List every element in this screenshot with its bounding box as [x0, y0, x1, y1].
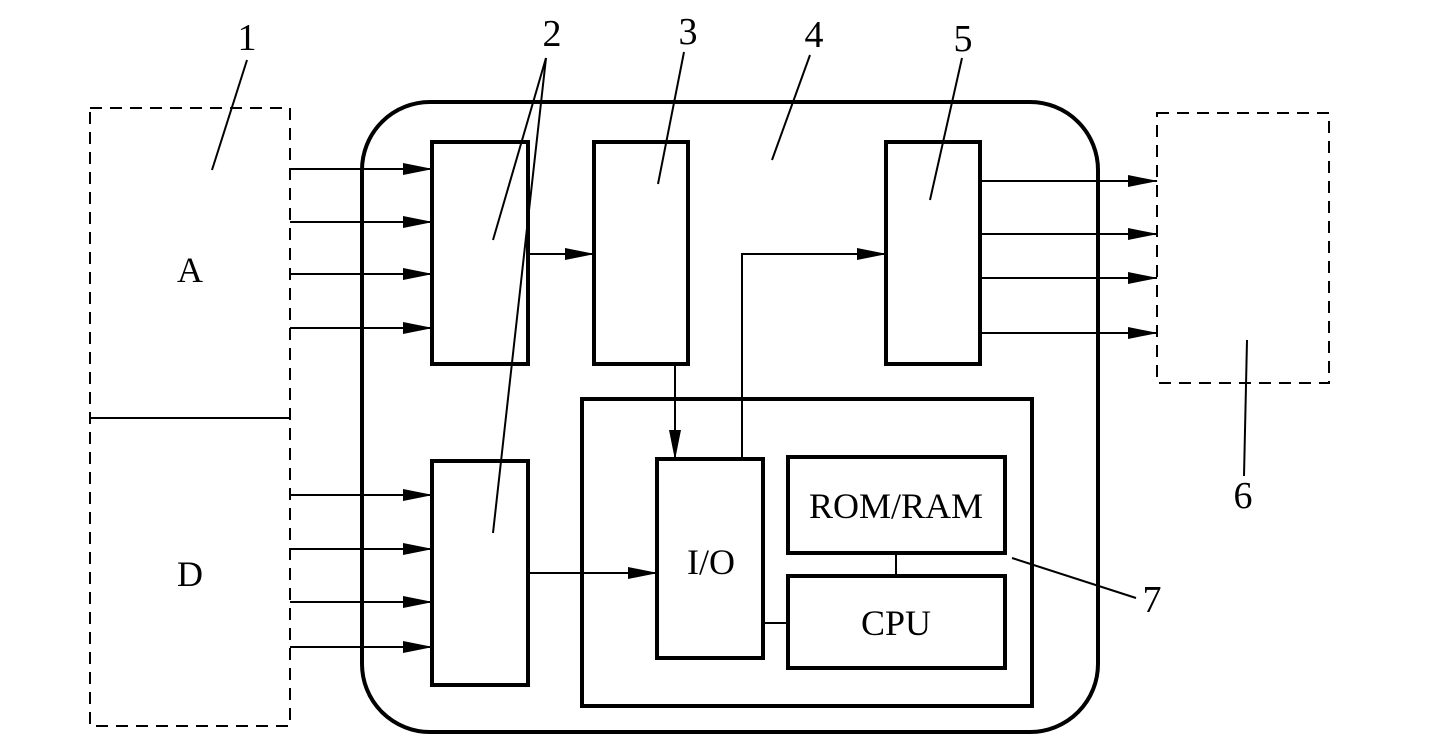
- arrows-d-to-2: [290, 489, 433, 653]
- input-block-2-lower: [430, 459, 530, 687]
- arrows-a-to-2: [290, 163, 433, 334]
- controller-7: I/O ROM/RAM CPU: [580, 397, 1034, 708]
- block-3: [592, 140, 690, 366]
- main-enclosure-4: [360, 100, 1100, 734]
- io-label: I/O: [687, 542, 735, 582]
- source-unit-1: A D: [89, 107, 291, 727]
- input-block-2-upper: [430, 140, 530, 366]
- callout-2: 2: [543, 13, 562, 55]
- callout-1: 1: [238, 17, 257, 59]
- callout-5: 5: [954, 18, 973, 60]
- io-block: [655, 457, 765, 660]
- callout-leaders: [211, 51, 1248, 599]
- cpu-label: CPU: [861, 603, 931, 643]
- label-d: D: [177, 554, 203, 594]
- callout-6: 6: [1234, 475, 1253, 517]
- arrows-5-to-6: [980, 175, 1158, 339]
- label-a: A: [177, 250, 203, 290]
- callout-4: 4: [805, 14, 824, 56]
- internal-connections: [528, 248, 887, 579]
- rom-ram-label: ROM/RAM: [809, 486, 983, 526]
- output-block-5: [884, 140, 982, 366]
- callout-3: 3: [679, 11, 698, 53]
- callout-7: 7: [1143, 579, 1162, 621]
- destination-unit-6: [1156, 112, 1330, 384]
